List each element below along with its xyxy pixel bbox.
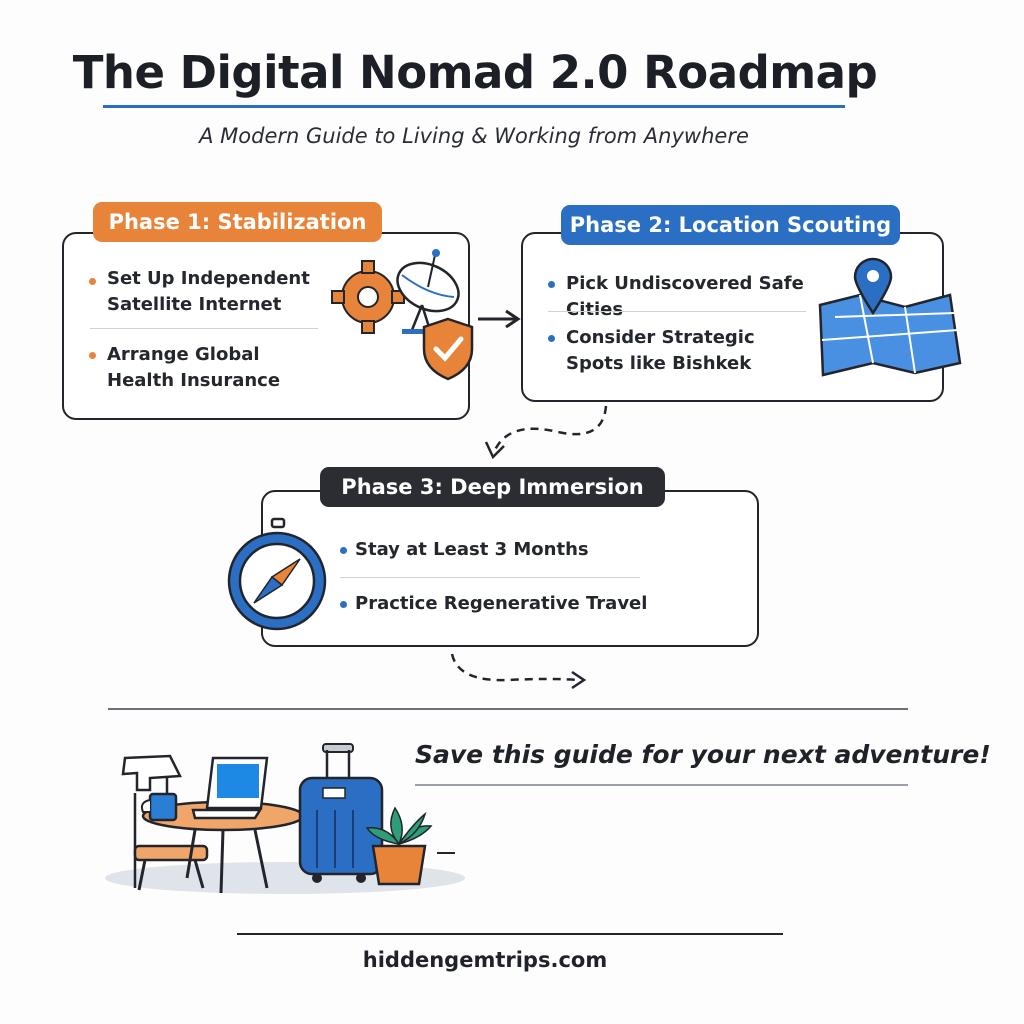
phase-1-card bbox=[62, 232, 470, 420]
phase-1-item-2: Arrange Global Health Insurance bbox=[107, 344, 281, 391]
phase-2-item-1: Pick Undiscovered Safe Cities bbox=[566, 273, 804, 320]
desk-laptop-suitcase-plant-illustration bbox=[105, 743, 465, 894]
satellite-dish-icon bbox=[396, 249, 460, 334]
page-title: The Digital Nomad 2.0 Roadmap bbox=[72, 46, 878, 99]
phase-3-item-1: Stay at Least 3 Months bbox=[355, 539, 589, 560]
phase-2-icons bbox=[818, 257, 962, 377]
gear-icon bbox=[331, 260, 405, 334]
phase-1-badge: Phase 1: Stabilization bbox=[93, 202, 382, 242]
phase-1-item-1: Set Up Independent Satellite Internet bbox=[107, 268, 310, 315]
dashed-arrow-down-icon bbox=[484, 405, 608, 460]
bullet-dot bbox=[548, 281, 555, 288]
bullet-dot bbox=[340, 601, 347, 608]
map-pin-icon bbox=[853, 257, 893, 316]
bullet-dot bbox=[89, 278, 96, 285]
phase-3-badge: Phase 3: Deep Immersion bbox=[320, 467, 665, 507]
shield-check-icon bbox=[422, 317, 474, 381]
phase-2-badge: Phase 2: Location Scouting bbox=[561, 205, 900, 245]
phase-2-item-2: Consider Strategic Spots like Bishkek bbox=[566, 327, 755, 374]
dashed-arrow-right-icon bbox=[450, 653, 587, 690]
phase-3-item-2: Practice Regenerative Travel bbox=[355, 593, 648, 614]
footer-website: hiddengemtrips.com bbox=[362, 948, 608, 972]
bullet-dot bbox=[89, 352, 96, 359]
bullet-dot bbox=[548, 335, 555, 342]
section-divider bbox=[108, 708, 908, 710]
divider bbox=[90, 328, 318, 329]
divider bbox=[340, 577, 640, 578]
cta-underline bbox=[415, 784, 908, 786]
title-underline bbox=[103, 105, 845, 108]
save-guide-cta: Save this guide for your next adventure! bbox=[415, 740, 991, 769]
page-subtitle: A Modern Guide to Living & Working from … bbox=[199, 124, 749, 148]
phase-1-icons bbox=[331, 249, 474, 381]
compass-icon bbox=[227, 517, 327, 631]
bullet-dot bbox=[340, 547, 347, 554]
phase-3-card bbox=[261, 490, 759, 647]
map-icon bbox=[818, 293, 962, 377]
footer-divider bbox=[237, 933, 783, 935]
arrow-right-icon bbox=[478, 309, 521, 329]
divider bbox=[548, 311, 806, 312]
